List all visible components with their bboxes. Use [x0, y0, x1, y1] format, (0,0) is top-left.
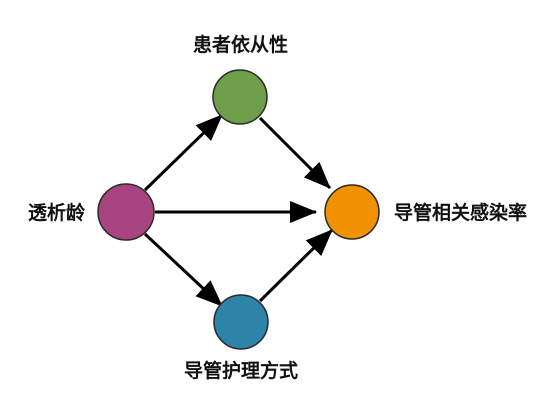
label-catheter-care-method: 导管护理方式 [184, 359, 298, 382]
node-catheter-care-method [213, 294, 269, 350]
edge-dialysis-age-to-catheter-care-method [143, 232, 224, 308]
nodes [97, 69, 380, 350]
labels: 透析龄 患者依从性 导管护理方式 导管相关感染率 [28, 33, 527, 382]
label-dialysis-age: 透析龄 [28, 201, 86, 224]
node-dialysis-age [97, 183, 155, 241]
node-catheter-infection-rate [324, 184, 380, 240]
edges [143, 113, 334, 308]
edge-dialysis-age-to-patient-compliance [143, 113, 224, 192]
edge-patient-compliance-to-catheter-infection-rate [258, 116, 332, 190]
node-patient-compliance [212, 69, 268, 125]
label-catheter-infection-rate: 导管相关感染率 [394, 201, 527, 224]
label-patient-compliance: 患者依从性 [193, 33, 288, 56]
edge-catheter-care-method-to-catheter-infection-rate [258, 228, 334, 303]
